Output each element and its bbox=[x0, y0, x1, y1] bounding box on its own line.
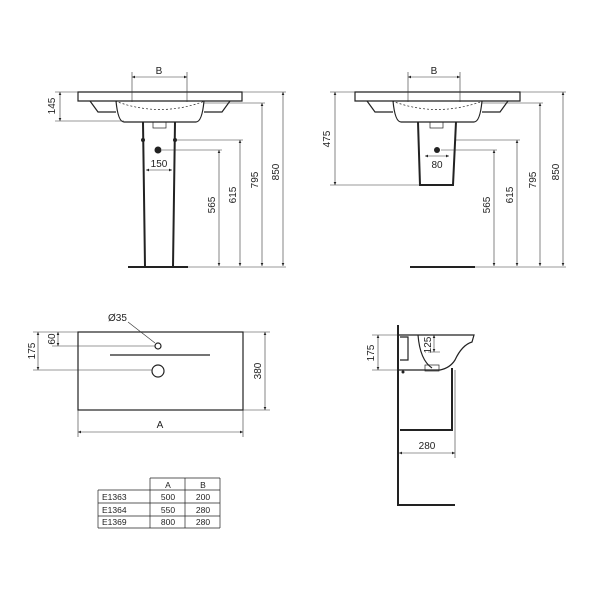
dim-b: B bbox=[156, 66, 163, 77]
dim-850: 850 bbox=[271, 163, 282, 180]
dim-795: 795 bbox=[250, 171, 261, 188]
table-cell: 500 bbox=[161, 492, 175, 502]
table-header-a: A bbox=[165, 480, 171, 490]
table-cell: E1363 bbox=[102, 492, 127, 502]
dim-175-plan: 175 bbox=[27, 342, 38, 359]
table-cell: 550 bbox=[161, 505, 175, 515]
dim-615: 615 bbox=[228, 186, 239, 203]
table-header-b: B bbox=[200, 480, 206, 490]
front-view-pedestal-basin: B 145 150 565 615 795 850 bbox=[47, 66, 286, 268]
dim-280: 280 bbox=[419, 441, 436, 452]
dim-125: 125 bbox=[423, 336, 434, 353]
dim-175-profile: 175 bbox=[366, 344, 377, 361]
table-cell: 200 bbox=[196, 492, 210, 502]
dim-850-2: 850 bbox=[551, 163, 562, 180]
dim-565: 565 bbox=[207, 196, 218, 213]
table-cell: 800 bbox=[161, 517, 175, 527]
dim-a: A bbox=[157, 420, 164, 431]
table-cell: E1369 bbox=[102, 517, 127, 527]
dim-145: 145 bbox=[47, 97, 58, 114]
dim-80: 80 bbox=[431, 160, 443, 171]
table-cell: 280 bbox=[196, 517, 210, 527]
dim-60: 60 bbox=[47, 333, 58, 345]
profile-view: 175 125 280 bbox=[366, 325, 475, 506]
dim-615-2: 615 bbox=[505, 186, 516, 203]
dim-380: 380 bbox=[253, 362, 264, 379]
front-view-semi-pedestal: B 475 80 565 615 795 850 bbox=[322, 66, 566, 268]
dimension-table: A B E1363 500 200 E1364 550 280 E1369 80… bbox=[97, 477, 221, 529]
hole-diameter-label: Ø35 bbox=[108, 313, 127, 324]
dim-475: 475 bbox=[322, 130, 333, 147]
table-cell: 280 bbox=[196, 505, 210, 515]
dim-150: 150 bbox=[151, 159, 168, 170]
table-cell: E1364 bbox=[102, 505, 127, 515]
dim-565-2: 565 bbox=[482, 196, 493, 213]
plan-view: Ø35 175 60 380 A bbox=[27, 313, 270, 437]
dim-795-2: 795 bbox=[528, 171, 539, 188]
dim-b-2: B bbox=[431, 66, 438, 77]
